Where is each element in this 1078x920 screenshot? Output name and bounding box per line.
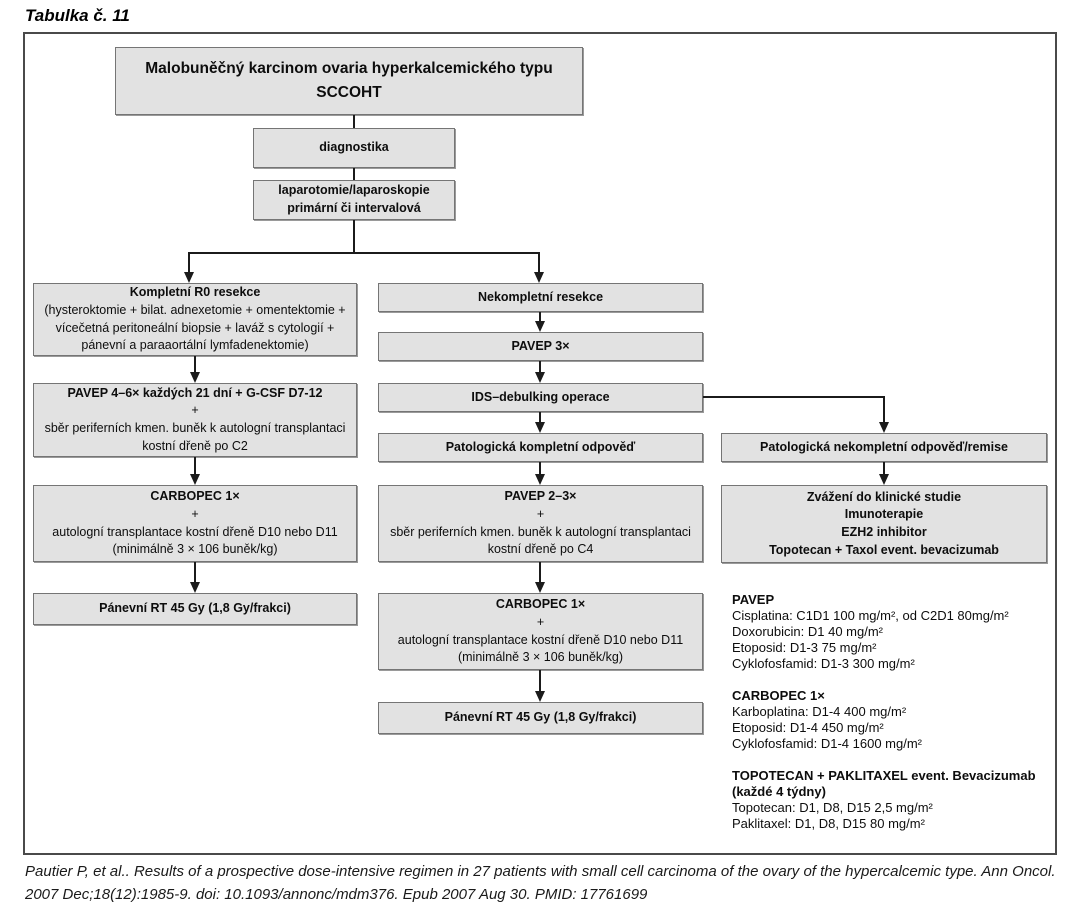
box-text: + [536,506,545,521]
legend-line: Cyklofosfamid: D1-4 1600 mg/m² [732,736,923,751]
legend-line: Cisplatina: C1D1 100 mg/m², od C2D1 80mg… [732,608,1009,623]
arrow-down-icon [879,422,889,433]
connector-line [539,670,541,692]
box-rt-left: Pánevní RT 45 Gy (1,8 Gy/frakci) [33,593,357,625]
arrow-down-icon [190,474,200,485]
box-text: Patologická kompletní odpověď [445,439,636,454]
arrow-down-icon [535,372,545,383]
box-sccoht: Malobuněčný karcinom ovaria hyperkalcemi… [115,47,583,115]
legend-line: Topotecan: D1, D8, D15 2,5 mg/m² [732,800,933,815]
box-text: CARBOPEC 1× [495,597,586,611]
arrow-down-icon [535,691,545,702]
connector-line [353,168,355,180]
arrow-down-icon [535,321,545,332]
box-text: autologní transplantace kostní dřeně D10… [397,632,684,647]
box-text: CARBOPEC 1× [150,489,240,503]
legend-topotecan-subtitle: (každé 4 týdny) [732,784,826,799]
box-text: Imunoterapie [844,507,924,522]
legend-topotecan-title: TOPOTECAN + PAKLITAXEL event. Bevacizuma… [732,768,1036,783]
box-text: + [191,506,199,521]
box-carbopec-mid: CARBOPEC 1× + autologní transplantace ko… [378,593,703,670]
box-incomplete-resection: Nekompletní resekce [378,283,703,312]
box-complete-resection: Kompletní R0 resekce (hysteroktomie + bi… [33,283,357,356]
box-clinical-study-options: Zvážení do klinické studie Imunoterapie … [721,485,1047,563]
arrow-down-icon [190,582,200,593]
connector-line [539,562,541,583]
box-text: Pánevní RT 45 Gy (1,8 Gy/frakci) [99,601,291,616]
arrow-down-icon [535,422,545,433]
box-text: (minimálně 3 × 106 buněk/kg) [457,650,624,665]
arrow-down-icon [879,474,889,485]
box-text: diagnostika [319,140,389,155]
legend-line: Cyklofosfamid: D1-3 300 mg/m² [732,656,915,671]
legend-pavep-title: PAVEP [732,592,775,607]
connector-line [539,361,541,373]
box-text: Nekompletní resekce [477,289,604,304]
box-text: pánevní a paraaortální lymfadenektomie) [81,338,309,353]
connector-line [194,356,196,373]
arrow-down-icon [535,474,545,485]
box-text: EZH2 inhibitor [841,525,927,539]
box-text: kostní dřeně po C2 [142,438,248,453]
box-text: IDS–debulking operace [471,389,610,404]
box-text: Zvážení do klinické studie [806,489,962,504]
arrow-down-icon [184,272,194,283]
box-ids-debulking: IDS–debulking operace [378,383,703,412]
box-text: + [191,403,199,418]
box-laparotomy: laparotomie/laparoskopie primární či int… [253,180,455,220]
box-text: Topotecan + Taxol event. bevacizumab [769,542,999,557]
box-pathologic-complete-response: Patologická kompletní odpověď [378,433,703,462]
box-rt-mid: Pánevní RT 45 Gy (1,8 Gy/frakci) [378,702,703,734]
box-text: laparotomie/laparoskopie [278,183,430,198]
connector-line [194,562,196,583]
connector-line [353,115,355,128]
legend-line: Etoposid: D1-4 450 mg/m² [732,720,884,735]
connector-line [539,462,541,475]
box-text: Malobuněčný karcinom ovaria hyperkalcemi… [145,59,553,77]
box-diagnostika: diagnostika [253,128,455,168]
arrow-down-icon [190,372,200,383]
arrow-down-icon [535,582,545,593]
connector-line [883,462,885,475]
box-text: sběr periferních kmen. buněk k autologní… [44,421,346,435]
box-pavep-3: PAVEP 3× [378,332,703,361]
box-carbopec-left: CARBOPEC 1× + autologní transplantace ko… [33,485,357,562]
citation: Pautier P, et al.. Results of a prospect… [25,863,1056,903]
connector-line [188,252,540,254]
legend-carbopec-title: CARBOPEC 1× [732,688,825,703]
box-text: sběr periferních kmen. buněk k autologní… [390,524,691,539]
box-text: (minimálně 3 × 106 buněk/kg) [112,542,278,557]
connector-line [194,457,196,475]
connector-line [539,412,541,423]
legend-line: Karboplatina: D1-4 400 mg/m² [732,704,907,719]
box-text: vícečetná peritoneální biopsie + laváž s… [55,320,335,335]
box-text: (hysteroktomie + bilat. adnexetomie + om… [44,302,346,317]
legend-line: Paklitaxel: D1, D8, D15 80 mg/m² [732,816,925,831]
box-text: PAVEP 3× [511,338,570,353]
box-text: kostní dřeně po C4 [487,542,594,557]
connector-line [538,252,540,273]
legend-line: Doxorubicin: D1 40 mg/m² [732,624,883,639]
box-pavep-2-3: PAVEP 2–3× + sběr periferních kmen. buně… [378,485,703,562]
regimen-legend: PAVEP Cisplatina: C1D1 100 mg/m², od C2D… [732,592,1052,832]
box-text: PAVEP 4–6× každých 21 dní + G-CSF D7-12 [67,385,323,400]
box-text: Pánevní RT 45 Gy (1,8 Gy/frakci) [444,710,637,725]
legend-line: Etoposid: D1-3 75 mg/m² [732,640,877,655]
figure-title: Tabulka č. 11 [25,6,130,25]
box-pavep-4-6: PAVEP 4–6× každých 21 dní + G-CSF D7-12 … [33,383,357,457]
box-text: primární či intervalová [287,201,421,215]
box-text: autologní transplantace kostní dřeně D10… [52,524,338,539]
box-text: Kompletní R0 resekce [129,285,261,299]
box-text: + [536,614,545,629]
box-text: Patologická nekompletní odpověď/remise [760,439,1008,454]
connector-line [188,252,190,273]
arrow-down-icon [534,272,544,283]
box-pathologic-incomplete-response: Patologická nekompletní odpověď/remise [721,433,1047,462]
connector-line [703,396,885,398]
connector-line [539,312,541,322]
connector-line [883,396,885,423]
box-text: SCCOHT [316,84,382,101]
connector-line [353,220,355,254]
box-text: PAVEP 2–3× [504,489,577,503]
